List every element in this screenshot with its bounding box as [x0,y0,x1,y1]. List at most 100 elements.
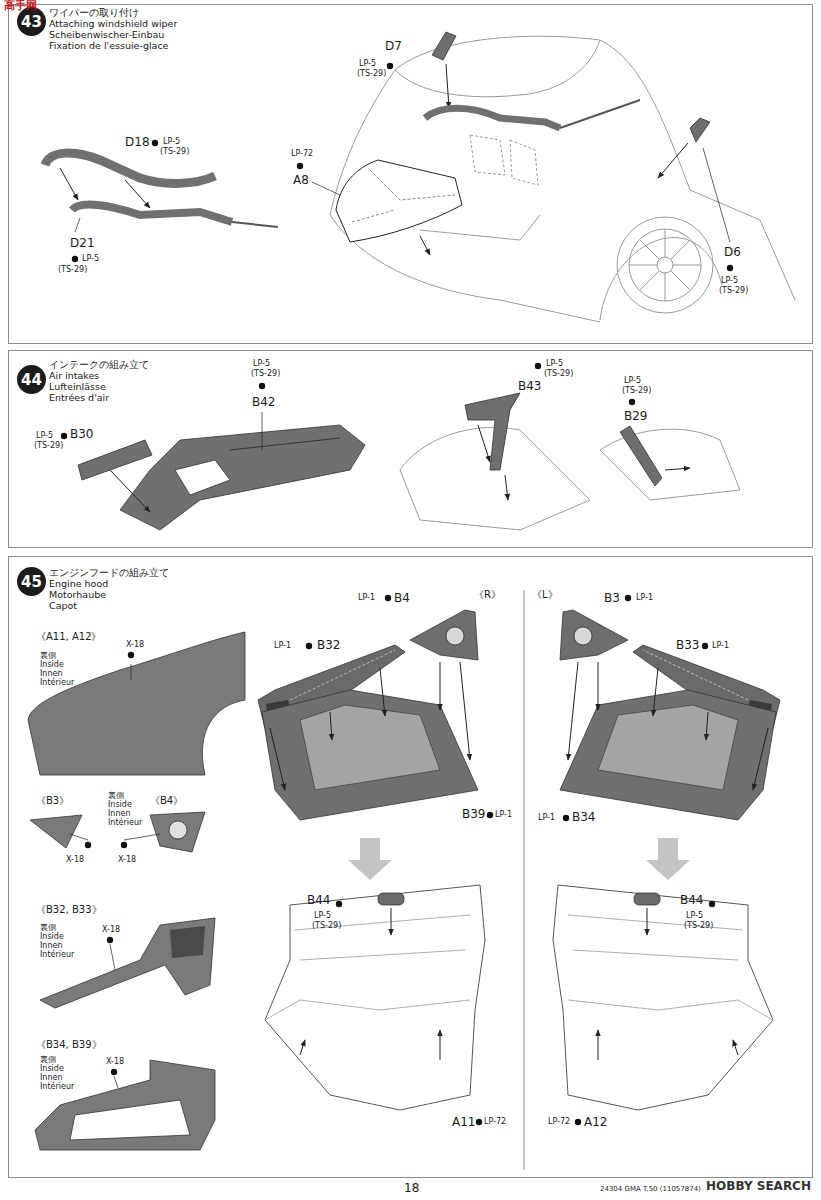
part-number: 18 [404,1182,419,1195]
step-heading: Capot [49,600,77,611]
callout-label: Inside [40,933,64,941]
step-number: 44 [17,365,46,394]
callout-label: (TS-29) [544,370,573,378]
part-number: A8 [293,174,309,187]
callout-label: LP-5 [163,138,180,146]
step-number-text: 44 [21,371,42,389]
callout-label: Inside [108,801,132,809]
intake-parts [78,393,740,530]
callout-label: (TS-29) [684,922,713,930]
step-heading: Entrées d'air [49,392,109,403]
callout-label: LP-5 [624,377,641,385]
part-number: B32 [317,639,341,652]
part-number: D21 [70,237,95,250]
part-number: B42 [252,396,276,409]
callout-label: LP-72 [548,1118,570,1126]
callout-label: X-18 [106,1058,124,1066]
callout-label: (TS-29) [251,370,280,378]
step-number: 45 [17,567,46,596]
callout-label: LP-5 [721,277,738,285]
step-heading: Engine hood [49,578,108,589]
callout-label: LP-1 [636,594,653,602]
callout-label: 《R》 [474,590,501,601]
part-number: B39 [462,808,486,821]
callout-label: LP-5 [314,912,331,920]
part-number: B34 [572,811,596,824]
step-heading: Motorhaube [49,589,106,600]
callout-label: (TS-29) [34,442,63,450]
callout-label: Innen [40,1074,63,1082]
part-number: B4 [394,592,410,605]
step-heading: Attaching windshield wiper [49,18,177,29]
callout-label: 《A11, A12》 [36,632,102,643]
callout-label: (TS-29) [719,287,748,295]
callout-label: LP-1 [495,811,512,819]
inside-views [28,632,245,1150]
callout-label: LP-5 [36,432,53,440]
callout-label: Innen [40,942,63,950]
callout-label: 《B3》 [36,796,69,807]
step-heading: Scheibenwischer-Einbau [49,29,164,40]
callout-label: 裏側 [40,652,56,660]
callout-label: X-18 [66,856,84,864]
step-number-text: 45 [21,573,42,591]
callout-label: Inside [40,1065,64,1073]
callout-label: Inside [40,661,64,669]
callout-label: 《B32, B33》 [36,905,102,916]
callout-label: 《B4》 [150,796,183,807]
callout-label: 裏側 [108,792,124,800]
divider [524,590,525,1170]
callout-label: LP-1 [358,594,375,602]
callout-label: Innen [40,670,63,678]
step-heading: Fixation de l'essuie-glace [49,40,168,51]
paint-dots [61,63,733,1125]
callout-label: (TS-29) [312,922,341,930]
callout-label: Intérieur [40,1083,74,1091]
callout-label: LP-5 [253,360,270,368]
part-number: D7 [385,40,402,53]
step-heading: インテークの組み立て [49,359,149,370]
part-number: D6 [724,246,741,259]
callout-label: LP-5 [359,60,376,68]
step-heading: Air intakes [49,370,99,381]
callout-label: Intérieur [40,951,74,959]
callout-label: 《B34, B39》 [36,1040,102,1051]
part-number: D18 [125,136,150,149]
step-panel: インテークの組み立てAir intakesLufteinlässeEntrées… [8,350,813,548]
callout-label: LP-1 [274,642,291,650]
callout-label: 裏側 [40,924,56,932]
part-number: B33 [676,639,700,652]
part-number: B3 [604,592,620,605]
step-heading: エンジンフードの組み立て [49,567,169,578]
callout-label: 裏側 [40,1056,56,1064]
callout-label: Intérieur [108,819,142,827]
callout-label: X-18 [102,926,120,934]
part-number: B44 [307,894,331,907]
car-body [330,36,795,322]
callout-label: LP-72 [484,1118,506,1126]
step-panel: ワイパーの取り付けAttaching windshield wiperSchei… [8,4,813,344]
callout-label: LP-5 [686,912,703,920]
callout-label: X-18 [118,856,136,864]
callout-label: (TS-29) [58,266,87,274]
callout-label: 24304 GMA T.50 (11057874) [600,1186,701,1193]
step-heading: ワイパーの取り付け [49,7,139,18]
part-number: B43 [518,380,542,393]
step-heading: Lufteinlässe [49,381,106,392]
callout-label: Intérieur [40,679,74,687]
callout-label: LP-72 [291,150,313,158]
part-number: B29 [624,410,648,423]
callout-label: LP-5 [546,360,563,368]
callout-label: (TS-29) [160,148,189,156]
part-number: A12 [584,1116,607,1129]
callout-label: (TS-29) [622,387,651,395]
callout-label: 《L》 [532,590,558,601]
step-panel: エンジンフードの組み立てEngine hoodMotorhaubeCapot 45 [8,556,813,1178]
part-number: HOBBY SEARCH [706,1180,811,1193]
callout-label: LP-1 [712,642,729,650]
step-number-text: 43 [21,13,42,31]
callout-label: X-18 [126,641,144,649]
wiper-parts [45,32,730,255]
part-number: A11 [452,1116,475,1129]
